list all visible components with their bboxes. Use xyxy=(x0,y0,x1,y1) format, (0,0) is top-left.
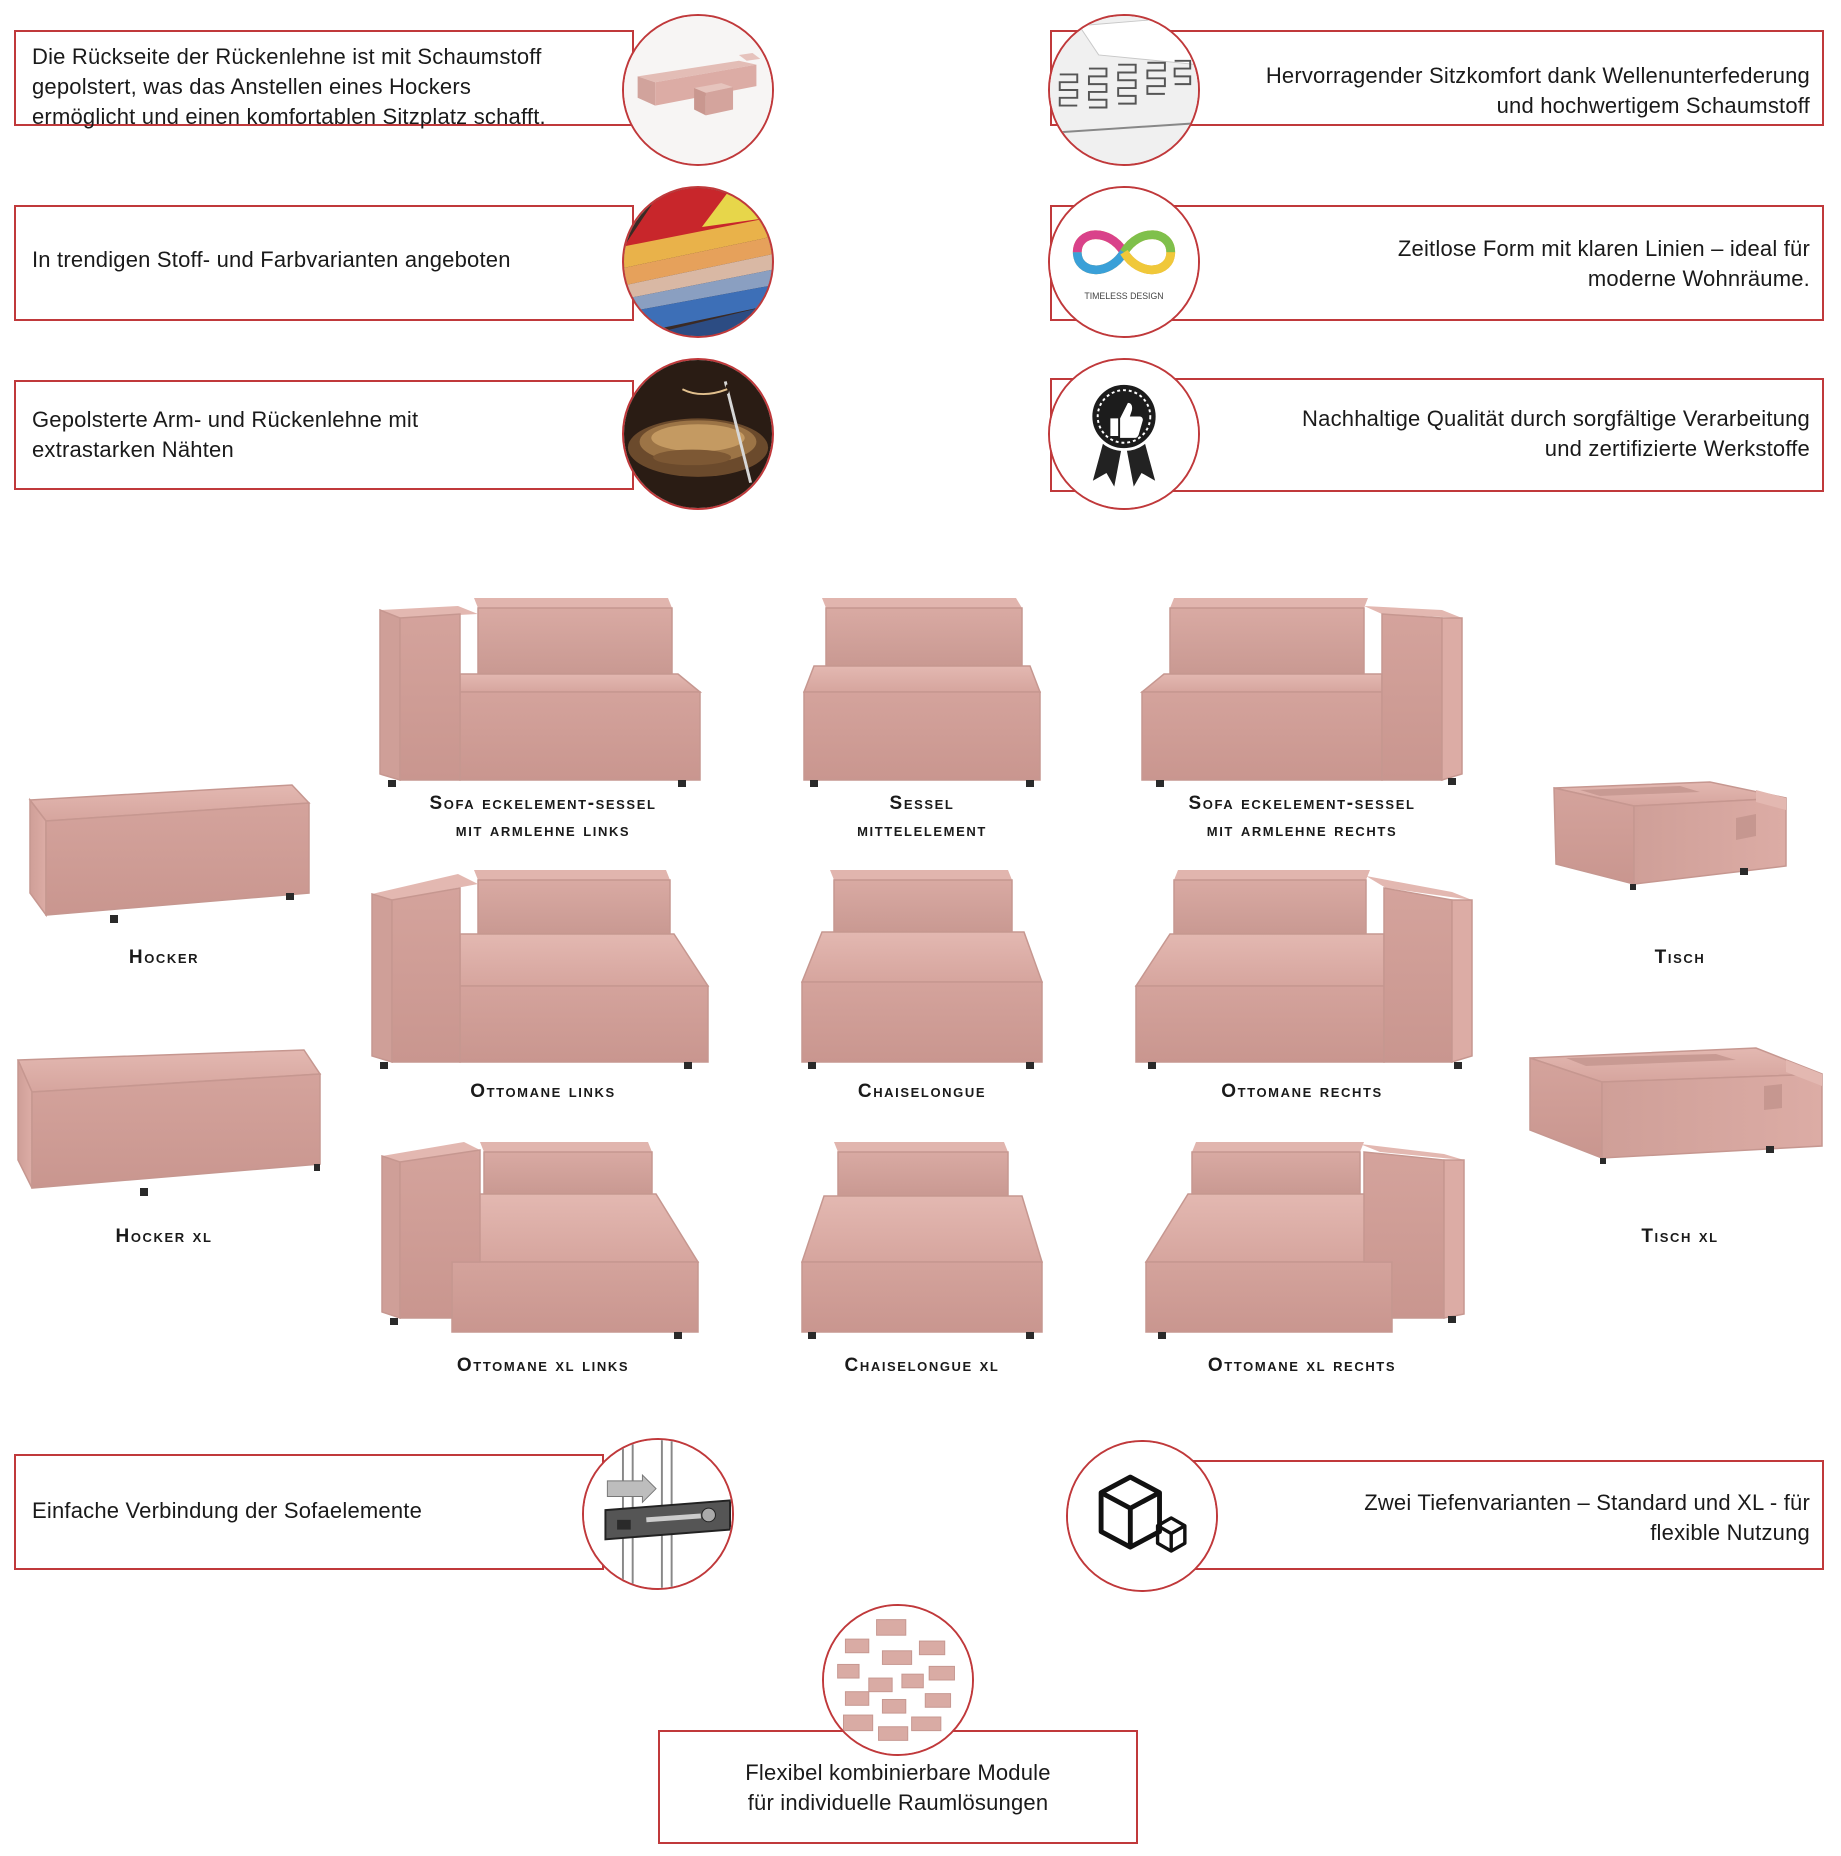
infinity-logo-icon: TIMELESS DESIGN xyxy=(1048,186,1200,338)
feature-text-backrest: Die Rückseite der Rückenlehne ist mit Sc… xyxy=(32,42,632,132)
chaiselongue-xl-image xyxy=(800,1138,1044,1342)
text-line: Flexibel kombinierbare Module xyxy=(745,1760,1051,1785)
text-line: Gepolsterte Arm- und Rückenlehne mit xyxy=(32,407,419,432)
module-label-corner-left: Sofa eckelement-sessel mit armlehne link… xyxy=(378,790,708,844)
badge-text: TIMELESS DESIGN xyxy=(1084,291,1163,301)
label-line: Hocker xyxy=(128,947,200,968)
text-line: Die Rückseite der Rückenlehne ist mit Sc… xyxy=(32,44,542,69)
feature-box-seams xyxy=(14,380,634,490)
tisch-image xyxy=(1550,780,1794,908)
label-line: Tisch xyxy=(1654,947,1706,968)
label-line: Ottomane rechts xyxy=(1221,1081,1383,1102)
text-line: gepolstert, was das Anstellen eines Hock… xyxy=(32,74,472,99)
module-label-tisch-xl: Tisch xl xyxy=(1540,1223,1820,1250)
feature-text-connection: Einfache Verbindung der Sofaelemente xyxy=(32,1496,592,1526)
ottomane-xl-left-image xyxy=(380,1138,700,1342)
text-line: Zeitlose Form mit klaren Linien – ideal … xyxy=(1397,236,1810,261)
text-line: extrastarken Nähten xyxy=(32,437,234,462)
feature-text-seams: Gepolsterte Arm- und Rückenlehne mit ext… xyxy=(32,405,632,465)
text-line: Einfache Verbindung der Sofaelemente xyxy=(32,1498,423,1523)
text-line: Nachhaltige Qualität durch sorgfältige V… xyxy=(1302,406,1810,431)
connector-bracket-image xyxy=(582,1438,734,1590)
chaiselongue-image xyxy=(800,866,1044,1072)
label-line: Chaiselongue xyxy=(857,1081,987,1102)
tisch-xl-image xyxy=(1526,1046,1826,1182)
text-line: für individuelle Raumlösungen xyxy=(747,1790,1049,1815)
feature-box-backrest xyxy=(14,30,634,126)
module-label-ottomane-right: Ottomane rechts xyxy=(1132,1078,1472,1105)
ottomane-xl-right-image xyxy=(1144,1138,1466,1342)
feature-text-quality: Nachhaltige Qualität durch sorgfältige V… xyxy=(1160,404,1810,464)
text-line: Hervorragender Sitzkomfort dank Wellenun… xyxy=(1265,63,1810,88)
label-line: mittelelement xyxy=(857,820,987,841)
fabric-swatches-image xyxy=(622,186,774,338)
feature-box-connection xyxy=(14,1454,604,1570)
ottomane-left-image xyxy=(370,866,710,1072)
label-line: Ottomane xl rechts xyxy=(1207,1355,1397,1376)
module-label-tisch: Tisch xyxy=(1540,944,1820,971)
feature-text-modules: Flexibel kombinierbare Module für indivi… xyxy=(658,1758,1138,1818)
text-line: Zwei Tiefenvarianten – Standard und XL -… xyxy=(1364,1490,1810,1515)
module-label-chaiselongue-xl: Chaiselongue xl xyxy=(772,1352,1072,1379)
label-line: Hocker xl xyxy=(115,1226,213,1247)
label-line: Sessel xyxy=(889,793,955,814)
hocker-image xyxy=(24,775,314,925)
label-line: mit armlehne rechts xyxy=(1206,820,1398,841)
label-line: mit armlehne links xyxy=(455,820,631,841)
cubes-icon xyxy=(1066,1440,1218,1592)
ottomane-right-image xyxy=(1134,866,1474,1072)
label-line: Sofa eckelement-sessel xyxy=(429,793,657,814)
corner-left-image xyxy=(378,594,703,790)
module-label-hocker-xl: Hocker xl xyxy=(24,1223,304,1250)
feature-box-fabrics xyxy=(14,205,634,321)
feature-text-springs: Hervorragender Sitzkomfort dank Wellenun… xyxy=(1160,61,1810,121)
module-label-chaiselongue: Chaiselongue xyxy=(772,1078,1072,1105)
label-line: Chaiselongue xl xyxy=(844,1355,1000,1376)
label-line: Sofa eckelement-sessel xyxy=(1188,793,1416,814)
module-label-hocker: Hocker xyxy=(24,944,304,971)
text-line: moderne Wohnräume. xyxy=(1587,266,1810,291)
needle-thread-image xyxy=(622,358,774,510)
label-line: Tisch xl xyxy=(1641,1226,1719,1247)
module-label-ottomane-xl-left: Ottomane xl links xyxy=(378,1352,708,1379)
module-label-ottomane-left: Ottomane links xyxy=(378,1078,708,1105)
thumbs-up-badge-icon xyxy=(1048,358,1200,510)
module-label-ottomane-xl-right: Ottomane xl rechts xyxy=(1132,1352,1472,1379)
corner-right-image xyxy=(1139,594,1464,790)
text-line: In trendigen Stoff- und Farbvarianten an… xyxy=(32,247,511,272)
sofa-with-stool-image xyxy=(622,14,774,166)
text-line: und zertifizierte Werkstoffe xyxy=(1544,436,1810,461)
text-line: ermöglicht und einen komfortablen Sitzpl… xyxy=(32,104,546,129)
feature-box-depth xyxy=(1188,1460,1824,1570)
label-line: Ottomane xl links xyxy=(456,1355,630,1376)
text-line: flexible Nutzung xyxy=(1650,1520,1810,1545)
text-line: und hochwertigem Schaumstoff xyxy=(1496,93,1810,118)
feature-text-timeless: Zeitlose Form mit klaren Linien – ideal … xyxy=(1160,234,1810,294)
module-label-corner-right: Sofa eckelement-sessel mit armlehne rech… xyxy=(1132,790,1472,844)
middle-image xyxy=(802,594,1042,790)
modules-overview-image xyxy=(822,1604,974,1756)
hocker-xl-image xyxy=(14,1040,324,1200)
feature-text-fabrics: In trendigen Stoff- und Farbvarianten an… xyxy=(32,245,632,275)
label-line: Ottomane links xyxy=(470,1081,616,1102)
wave-springs-image xyxy=(1048,14,1200,166)
module-label-middle: Sessel mittelelement xyxy=(772,790,1072,844)
feature-text-depth: Zwei Tiefenvarianten – Standard und XL -… xyxy=(1200,1488,1810,1548)
